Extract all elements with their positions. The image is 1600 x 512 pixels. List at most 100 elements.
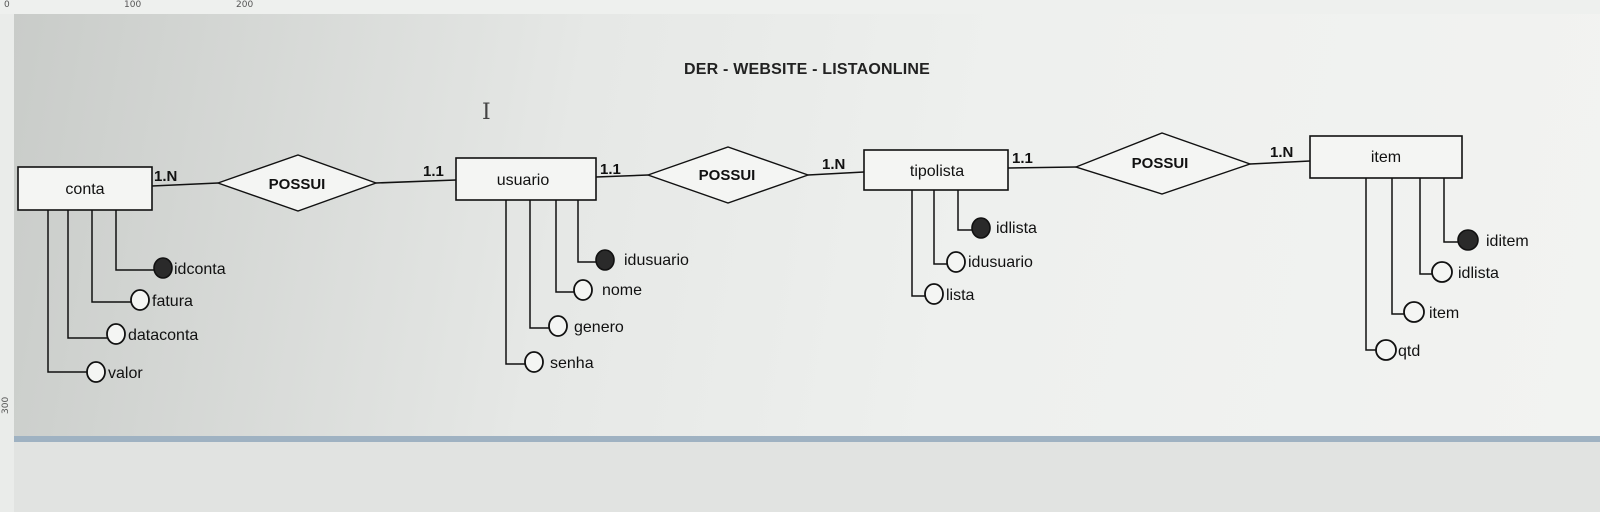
primary-key-icon [971, 217, 991, 239]
attribute-circle-icon [1431, 261, 1453, 283]
entity-usuario[interactable]: usuario [455, 157, 597, 201]
relationship-name: POSSUI [699, 167, 756, 184]
entity-conta[interactable]: conta [17, 166, 153, 211]
primary-key-icon [153, 257, 173, 279]
entity-box [17, 166, 153, 211]
relationship-possui-1[interactable]: POSSUI [215, 154, 379, 212]
page-bottom-border [14, 436, 1600, 442]
attribute-lista[interactable]: lista [911, 190, 975, 305]
attribute-name: senha [550, 355, 594, 372]
relationship-name: POSSUI [1132, 155, 1189, 172]
attribute-name: idlista [996, 220, 1037, 237]
connector-line [1249, 160, 1311, 165]
attribute-circle-icon [130, 289, 150, 311]
attribute-circle-icon [106, 323, 126, 345]
entity-name: conta [65, 181, 104, 198]
attribute-circle-icon [924, 283, 944, 305]
relationship-name: POSSUI [269, 176, 326, 193]
attribute-item[interactable]: item [1391, 178, 1459, 323]
connector-line [595, 174, 649, 178]
attribute-idlista-fk[interactable]: idlista [1419, 178, 1499, 283]
attribute-name: idusuario [624, 252, 689, 269]
attribute-line [1365, 178, 1376, 351]
attribute-senha[interactable]: senha [505, 200, 594, 373]
attribute-name: dataconta [128, 327, 198, 344]
ruler-mark: 200 [236, 0, 254, 10]
attribute-line [115, 210, 155, 271]
connector-line [1007, 166, 1077, 169]
attribute-line [555, 200, 574, 293]
attribute-line [1391, 178, 1404, 315]
primary-key-icon [1457, 229, 1479, 251]
attribute-name: qtd [1398, 343, 1420, 360]
attribute-name: idlista [1458, 265, 1499, 282]
attribute-name: item [1429, 305, 1459, 322]
attribute-name: iditem [1486, 233, 1529, 250]
attribute-idconta[interactable]: idconta [115, 210, 226, 279]
connector-line [375, 179, 457, 184]
attribute-line [529, 200, 549, 329]
relationship-possui-2[interactable]: POSSUI [645, 146, 811, 204]
cardinality-label: 1.N [822, 156, 845, 173]
attribute-line [1443, 178, 1458, 243]
attribute-dataconta[interactable]: dataconta [67, 210, 198, 345]
entity-item[interactable]: item [1309, 135, 1463, 179]
cardinality-label: 1.1 [600, 161, 621, 178]
diagram-title: DER - WEBSITE - LISTAONLINE [684, 61, 930, 78]
relationship-diamond [1073, 132, 1253, 195]
attribute-idusuario-fk[interactable]: idusuario [933, 190, 1033, 273]
attribute-valor[interactable]: valor [47, 210, 143, 383]
attribute-line [911, 190, 925, 297]
connector-line [807, 171, 865, 176]
ruler-mark: 100 [124, 0, 142, 10]
attribute-line [933, 190, 947, 265]
attribute-line [577, 200, 596, 263]
cardinality-label: 1.N [154, 168, 177, 185]
attribute-idusuario[interactable]: idusuario [577, 200, 689, 271]
attribute-line [91, 210, 131, 303]
next-page-area [14, 442, 1600, 512]
attribute-genero[interactable]: genero [529, 200, 624, 337]
entity-name: item [1371, 149, 1401, 166]
document-page: DER - WEBSITE - LISTAONLINE I [14, 14, 1600, 445]
i-beam-cursor-icon: I [482, 100, 491, 125]
attribute-line [957, 190, 972, 231]
attribute-circle-icon [524, 351, 544, 373]
ruler-mark: 0 [4, 0, 10, 10]
attribute-qtd[interactable]: qtd [1365, 178, 1420, 361]
connector-line [151, 182, 219, 187]
attribute-line [47, 210, 87, 373]
entity-name: usuario [497, 172, 550, 189]
attribute-line [505, 200, 525, 365]
entity-box [1309, 135, 1463, 179]
attribute-line [1419, 178, 1432, 275]
attribute-iditem[interactable]: iditem [1443, 178, 1529, 251]
attribute-idlista[interactable]: idlista [957, 190, 1037, 239]
attribute-circle-icon [1403, 301, 1425, 323]
relationship-diamond [215, 154, 379, 212]
attribute-name: lista [946, 287, 975, 304]
entity-tipolista[interactable]: tipolista [863, 149, 1009, 191]
entity-name: tipolista [910, 163, 964, 180]
cardinality-label: 1.1 [1012, 150, 1033, 167]
relationship-diamond [645, 146, 811, 204]
attribute-name: idconta [174, 261, 226, 278]
attribute-circle-icon [573, 279, 593, 301]
attribute-fatura[interactable]: fatura [91, 210, 193, 311]
cardinality-label: 1.N [1270, 144, 1293, 161]
attribute-circle-icon [946, 251, 966, 273]
attribute-circle-icon [1375, 339, 1397, 361]
attribute-name: fatura [152, 293, 193, 310]
primary-key-icon [595, 249, 615, 271]
attribute-name: idusuario [968, 254, 1033, 271]
attribute-name: genero [574, 319, 624, 336]
attribute-circle-icon [548, 315, 568, 337]
attribute-nome[interactable]: nome [555, 200, 642, 301]
attribute-circle-icon [86, 361, 106, 383]
entity-box [455, 157, 597, 201]
cardinality-label: 1.1 [423, 163, 444, 180]
attribute-line [67, 210, 107, 339]
relationship-possui-3[interactable]: POSSUI [1073, 132, 1253, 195]
entity-box [863, 149, 1009, 191]
